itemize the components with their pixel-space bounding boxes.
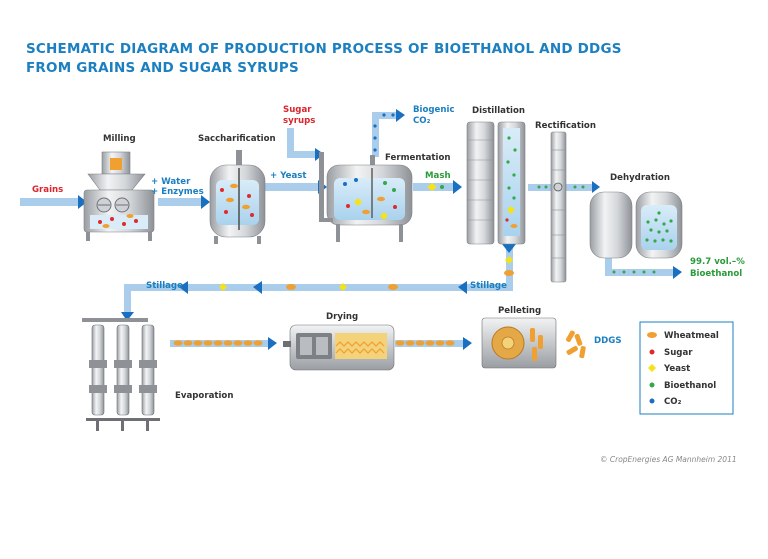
title-line-2: FROM GRAINS AND SUGAR SYRUPS <box>26 60 299 76</box>
arrow-water <box>201 195 210 209</box>
arrow-stillage-2 <box>253 281 262 294</box>
legend-wheatmeal: Wheatmeal <box>664 331 719 341</box>
wheatmeal-icon <box>647 332 657 338</box>
pipe-sugar-h <box>287 151 317 158</box>
label-bioethanol-purity: 99.7 vol.–% <box>690 257 745 267</box>
pipe-stillage-down <box>124 284 131 314</box>
ddgs-pellets <box>566 330 586 359</box>
arrow-pellet <box>463 337 472 350</box>
milling-machine <box>83 151 155 241</box>
evaporation-columns <box>82 318 160 431</box>
pelleting-unit <box>481 317 557 369</box>
rectification-column <box>550 131 567 283</box>
drying-unit <box>283 324 395 371</box>
label-evaporation: Evaporation <box>175 391 233 401</box>
bioethanol-dot-icon <box>649 382 655 388</box>
copyright: © CropEnergies AG Mannheim 2011 <box>600 455 737 464</box>
pipe-markers <box>219 183 656 291</box>
legend-sugar: Sugar <box>664 348 693 358</box>
legend-bioethanol: Bioethanol <box>664 381 716 391</box>
co2-dot-icon <box>649 398 655 404</box>
label-drying: Drying <box>326 312 358 322</box>
label-ddgs: DDGS <box>594 336 622 346</box>
arrow-stillage-3 <box>179 281 188 294</box>
arrow-mash <box>453 180 462 194</box>
yeast-diamond-icon <box>648 364 656 372</box>
arrow-evap-down <box>121 312 134 321</box>
label-stillage-right: Stillage <box>470 281 507 291</box>
pipe-stillage-v <box>506 245 513 290</box>
label-yeast: + Yeast <box>270 171 306 181</box>
pipe-dehyd-out <box>605 258 612 276</box>
label-rectification: Rectification <box>535 121 596 131</box>
label-water: + Water <box>151 177 191 187</box>
arrow-stillage-1 <box>458 281 467 294</box>
pipe-water <box>158 198 203 206</box>
legend: Wheatmeal Sugar Yeast Bioethanol CO₂ <box>639 321 734 415</box>
label-dehydration: Dehydration <box>610 173 670 183</box>
label-fermentation: Fermentation <box>385 153 450 163</box>
label-grains: Grains <box>32 185 63 195</box>
saccharification-tank <box>209 150 266 244</box>
sugar-dot-icon <box>649 349 655 355</box>
label-enzymes: + Enzymes <box>151 187 204 197</box>
label-pelleting: Pelleting <box>498 306 541 316</box>
wheatmeal-chain <box>173 340 455 346</box>
legend-yeast: Yeast <box>663 364 690 374</box>
label-bioethanol: Bioethanol <box>690 269 742 279</box>
arrow-grains <box>78 195 87 209</box>
arrow-bioethanol <box>673 266 682 279</box>
arrow-rect-dehyd <box>592 181 600 193</box>
label-saccharification: Saccharification <box>198 134 276 144</box>
title-line-1: SCHEMATIC DIAGRAM OF PRODUCTION PROCESS … <box>26 41 622 57</box>
label-biogenic-2: CO₂ <box>413 116 431 126</box>
label-milling: Milling <box>103 134 136 144</box>
legend-co2: CO₂ <box>664 397 682 407</box>
label-mash: Mash <box>425 171 451 181</box>
label-biogenic-1: Biogenic <box>413 105 455 115</box>
co2-dots <box>373 113 395 152</box>
fermentation-tank <box>319 152 413 242</box>
pipe-distill-rect <box>528 184 558 191</box>
label-distillation: Distillation <box>472 106 525 116</box>
page-title: SCHEMATIC DIAGRAM OF PRODUCTION PROCESS … <box>26 40 622 78</box>
label-sugar-syrups-1: Sugar <box>283 105 312 115</box>
distillation-columns <box>466 121 526 245</box>
pipe-rect-dehyd <box>564 184 594 191</box>
dehydration-vessels <box>589 191 683 259</box>
pipe-dehyd-out-h <box>605 269 675 276</box>
pipe-yeast <box>265 183 320 191</box>
label-sugar-syrups-2: syrups <box>283 116 315 126</box>
label-stillage-left: Stillage <box>146 281 183 291</box>
pipe-co2-v <box>372 112 379 157</box>
pipe-sugar-v <box>287 128 294 158</box>
arrow-stillage-down-distill <box>502 244 516 253</box>
arrow-co2 <box>396 109 405 122</box>
arrow-drying <box>268 337 277 350</box>
pipe-stillage-h <box>124 284 513 291</box>
pipe-grains <box>20 198 80 206</box>
